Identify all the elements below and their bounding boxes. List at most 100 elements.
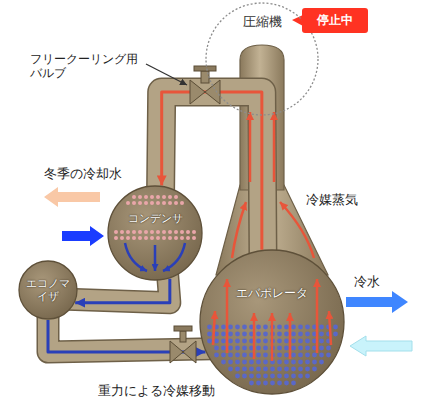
chilled-water-out-arrow [346, 291, 408, 313]
valve-body [190, 80, 205, 104]
evaporator-tube [228, 353, 233, 358]
compressor-outline: 圧縮機 [205, 2, 319, 116]
condenser-tube [144, 195, 148, 199]
evaporator-tube [235, 325, 240, 330]
evaporator-tube [242, 367, 247, 372]
evaporator-tube [235, 360, 240, 365]
condenser-tube [120, 236, 124, 240]
evaporator-tube [256, 339, 261, 344]
evaporator-tube [277, 374, 282, 379]
evaporator-tube [256, 353, 261, 358]
evaporator-tube [242, 360, 247, 365]
condenser-tube [180, 201, 184, 205]
flow-arrow [271, 313, 274, 361]
evaporator-tube [263, 367, 268, 372]
compressor-ring [206, 3, 318, 115]
evaporator-tube [221, 353, 226, 358]
evaporator-tube [256, 332, 261, 337]
evaporator-tube [284, 325, 289, 330]
evaporator-tube [326, 346, 331, 351]
evaporator-tube [305, 325, 310, 330]
evaporator-tube [263, 346, 268, 351]
evaporator-tube [298, 353, 303, 358]
evaporator-tube [319, 332, 324, 337]
evaporator-tube [277, 360, 282, 365]
evaporator-tube [291, 374, 296, 379]
evaporator-tube [291, 360, 296, 365]
evaporator-tube [228, 367, 233, 372]
evaporator-tube [333, 325, 338, 330]
evaporator-tube [291, 367, 296, 372]
flow-line [75, 279, 170, 303]
evaporator-tube [284, 353, 289, 358]
flow-label: 重力による冷媒移動 [98, 383, 215, 399]
evaporator-tube [207, 332, 212, 337]
condenser-tube [138, 236, 142, 240]
evaporator-tube [312, 367, 317, 372]
evaporator-tube [221, 339, 226, 344]
pipe-body [161, 92, 263, 258]
evaporator-tube [235, 367, 240, 372]
condenser-tube [162, 201, 166, 205]
condenser-tube [192, 236, 196, 240]
evaporator-tube [270, 367, 275, 372]
condenser-tube [192, 230, 196, 234]
evaporator-tube [249, 374, 254, 379]
evaporator-tube [249, 360, 254, 365]
condenser-tube [114, 236, 118, 240]
condenser-tube [132, 236, 136, 240]
evaporator-tube [277, 346, 282, 351]
evaporator-tube [291, 339, 296, 344]
water-in-arrow [62, 226, 104, 246]
flow-arrow [253, 313, 256, 359]
evaporator-tube [312, 360, 317, 365]
flow-arrow [329, 311, 331, 345]
pipe-outline [161, 92, 263, 258]
status-callout: 停止中 [302, 8, 368, 33]
evaporator-tube [228, 360, 233, 365]
node-text: 圧縮機 [243, 14, 282, 30]
evaporator-tube [298, 367, 303, 372]
evaporator-tube [228, 325, 233, 330]
evaporator-tube [263, 339, 268, 344]
evaporator-tube [298, 360, 303, 365]
evaporator-tube [333, 332, 338, 337]
evaporator-tube [291, 381, 296, 386]
evaporator-tube [256, 346, 261, 351]
vessel-shell [200, 250, 344, 394]
evaporator-tube [221, 325, 226, 330]
condenser-tube [156, 201, 160, 205]
evaporator-tube [291, 332, 296, 337]
evaporator-tube [214, 353, 219, 358]
condenser-tube [132, 201, 136, 205]
condenser-tube [150, 201, 154, 205]
water-label: 冬季の冷却水 [44, 166, 122, 182]
evaporator-tube [284, 374, 289, 379]
evaporator-tube [242, 374, 247, 379]
evaporator-tube [263, 332, 268, 337]
evaporator-tube [277, 339, 282, 344]
evaporator-tube [214, 346, 219, 351]
evaporator-tube [319, 346, 324, 351]
pipe-body [48, 312, 213, 352]
evaporator-tube [256, 325, 261, 330]
condenser-tube [114, 230, 118, 234]
evaporator-tube [305, 339, 310, 344]
evaporator-tube [305, 374, 310, 379]
flow-arrow [213, 311, 215, 345]
condenser-tube [138, 230, 142, 234]
evaporator-tube [291, 346, 296, 351]
vapor-line [161, 92, 263, 258]
condenser-shell-outline [107, 185, 203, 281]
valve-body [170, 341, 183, 363]
flow-arrow [163, 243, 185, 271]
vapor-arrow [232, 202, 246, 258]
evaporator-tube [277, 332, 282, 337]
evaporator-tube [249, 381, 254, 386]
water-out-arrow [44, 187, 100, 207]
condenser-tube [138, 201, 142, 205]
condenser-tube [174, 236, 178, 240]
flow-line [48, 320, 205, 352]
evaporator-tube [221, 346, 226, 351]
